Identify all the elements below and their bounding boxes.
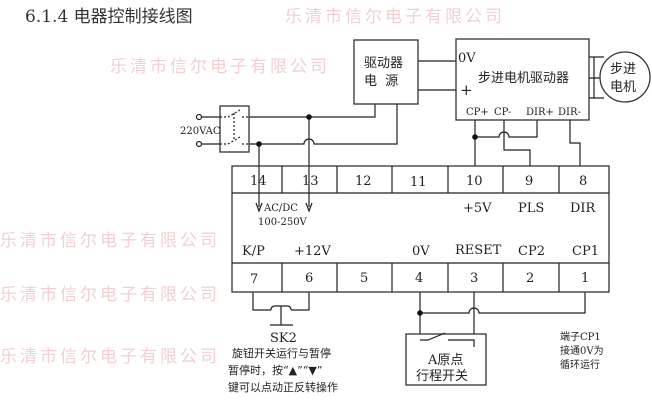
page-title: 6.1.4 电器控制接线图 <box>25 7 193 27</box>
cp1-note-line: 端子CP1 <box>560 330 601 343</box>
ac-terminal-n <box>195 140 203 148</box>
junction-dot <box>472 134 478 140</box>
terminal-8: 8 <box>579 174 587 189</box>
power-box-label: 电 源 <box>364 74 398 89</box>
terminal-9: 9 <box>525 174 533 189</box>
driver-power-supply: 驱动器 电 源 <box>353 39 419 105</box>
terminal-1: 1 <box>581 271 589 286</box>
plus12v-label: +12V <box>294 244 331 259</box>
voltage-range-label: 100-250V <box>258 217 308 228</box>
cp1-label: CP1 <box>572 244 599 259</box>
junction-dot <box>306 114 312 120</box>
watermark: 乐清市信尔电子有限公司 <box>285 7 505 27</box>
junction-dot <box>417 310 423 316</box>
terminal-block: 14 13 12 11 10 9 8 AC/DC 100-250V +5V PL… <box>231 165 610 293</box>
limit-switch-label: 行程开关 <box>416 369 468 384</box>
watermark: 乐清市信尔电子有限公司 <box>0 231 220 251</box>
cp1-note: 端子CP1 接通0V为 循环运行 <box>560 330 604 371</box>
dir-label: DIR <box>570 201 597 216</box>
sk2-note: 旋钮开关运行与暂停 <box>232 346 331 360</box>
terminal-10: 10 <box>466 174 483 189</box>
motor-label: 步进 <box>610 62 636 77</box>
limit-switch-label: A原点 <box>427 353 463 368</box>
0v-label: 0V <box>412 244 430 259</box>
watermark: 乐清市信尔电子有限公司 <box>110 57 330 77</box>
terminal-6: 6 <box>305 271 313 286</box>
watermark: 乐清市信尔电子有限公司 <box>0 285 220 305</box>
sk2-note: 键可以点动正反转操作 <box>228 380 338 394</box>
ac-input-label: 220VAC <box>180 126 221 137</box>
reset-label: RESET <box>455 243 502 258</box>
cp-minus-label: CP- <box>494 107 511 118</box>
watermark: 乐清市信尔电子有限公司 <box>0 347 220 367</box>
wires <box>195 56 604 347</box>
dir-plus-label: DIR+ <box>526 107 554 118</box>
power-switch: 220VAC <box>180 105 250 153</box>
dir-minus-label: DIR- <box>558 107 581 118</box>
cp2-label: CP2 <box>518 244 545 259</box>
kp-label: K/P <box>242 244 265 259</box>
power-box-label: 驱动器 <box>364 56 403 71</box>
driver-plus-label: + <box>460 81 473 99</box>
watermark-layer: 乐清市信尔电子有限公司 乐清市信尔电子有限公司 乐清市信尔电子有限公司 乐清市信… <box>0 7 505 367</box>
cp1-note-line: 接通0V为 <box>560 344 604 357</box>
terminal-3: 3 <box>470 271 478 286</box>
driver-0v-label: 0V <box>458 51 476 66</box>
terminal-4: 4 <box>415 271 423 286</box>
acdc-label: AC/DC <box>263 203 298 214</box>
stepper-motor: 步进 电机 <box>599 51 651 103</box>
sk2-switch: SK2 旋钮开关运行与暂停 暂停时，按“▲”“▼” 键可以点动正反转操作 <box>228 331 338 394</box>
motor-label: 电机 <box>610 80 636 95</box>
cp-plus-label: CP+ <box>466 107 489 118</box>
terminal-13: 13 <box>302 174 319 189</box>
limit-switch: A原点 行程开关 <box>405 332 487 386</box>
terminal-12: 12 <box>355 174 372 189</box>
terminal-14: 14 <box>250 174 267 189</box>
pls-label: PLS <box>518 201 544 216</box>
terminal-2: 2 <box>526 271 534 286</box>
driver-label: 步进电机驱动器 <box>478 71 569 86</box>
stepper-driver: 0V + 步进电机驱动器 CP+ CP- DIR+ DIR- <box>455 38 590 121</box>
junction-dot <box>256 141 262 147</box>
cp1-note-line: 循环运行 <box>560 358 600 371</box>
terminal-5: 5 <box>360 271 368 286</box>
sk2-note: 暂停时，按“▲”“▼” <box>228 363 322 377</box>
ac-terminal-l <box>195 113 203 121</box>
sk2-label: SK2 <box>270 331 297 346</box>
plus5v-label: +5V <box>463 201 492 216</box>
terminal-7: 7 <box>250 272 258 287</box>
terminal-11: 11 <box>410 175 427 190</box>
